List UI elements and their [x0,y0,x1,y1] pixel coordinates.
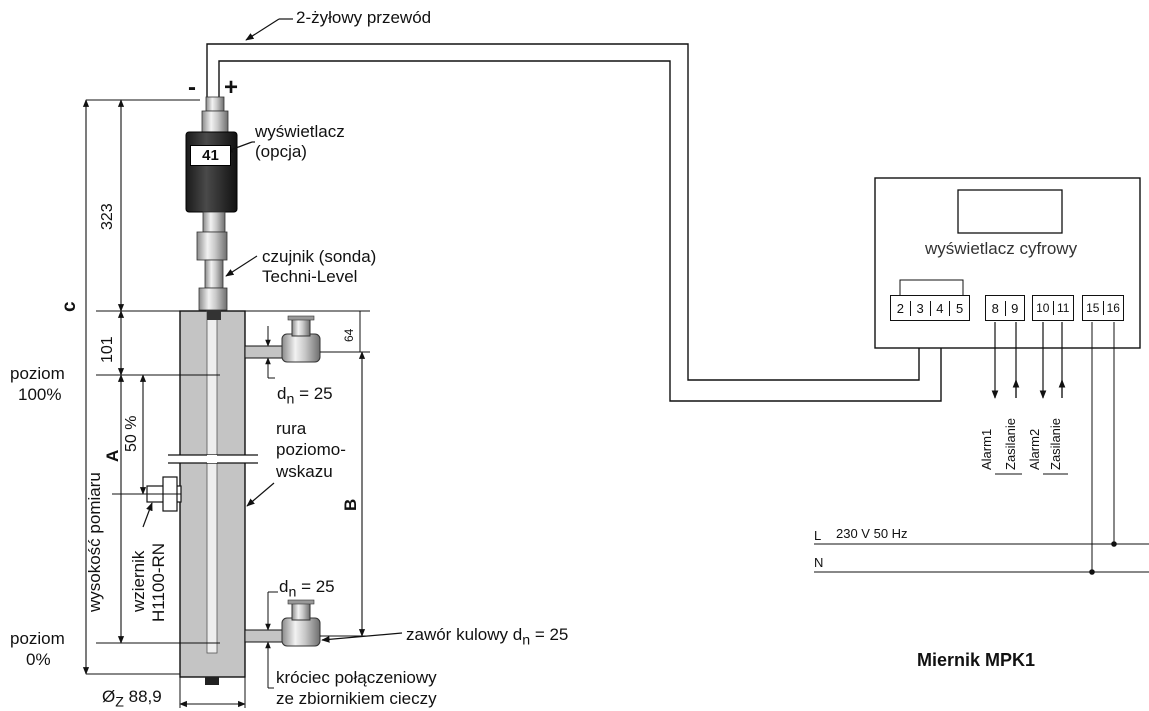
pipe-label-1: rura [276,419,307,438]
top-valve [244,315,321,363]
supply-label: 230 V 50 Hz [836,526,908,541]
terminal-5: 5 [949,300,969,316]
level-pipe [168,310,258,685]
meter-mpk1 [874,177,1141,349]
zasilanie2-label: Zasilanie [1048,417,1063,470]
dim-101-label: 101 [99,336,116,363]
terminal-block-10-11: 10 11 [1032,295,1074,321]
terminal-4: 4 [929,300,950,316]
connection-label-2: ze zbiornikiem cieczy [276,689,437,708]
pipe-label-3: wskazu [276,462,333,481]
display-value: 41 [202,147,219,164]
terminal-block-8-9: 8 9 [985,295,1025,321]
dim-a-label: A [103,449,122,462]
sight-glass [146,476,182,512]
dim-c-label: c [59,301,80,312]
measure-height-label: wysokość pomiaru [85,472,104,612]
terminal-block-2-5: 2 3 4 5 [890,295,970,321]
zasilanie1-label: Zasilanie [1003,417,1018,470]
meter-signal-lines [991,322,1068,475]
meter-title: Miernik MPK1 [917,650,1036,670]
cable-label: 2-żyłowy przewód [296,8,432,27]
terminal-8: 8 [991,300,999,316]
sensor-assembly [185,96,238,311]
dim-50-label: 50 % [123,415,140,452]
minus-sign: - [188,74,196,101]
power-lines [814,322,1149,575]
cable-label-leader [245,18,280,41]
sensor-label: czujnik (sonda) [262,247,377,266]
terminal-9: 9 [1004,300,1025,316]
display-option-label: (opcja) [255,142,307,161]
terminal-15: 15 [1086,301,1100,315]
level-0-label: poziom [10,629,65,648]
sight-glass-model: H1100-RN [149,542,168,622]
terminal-2: 2 [896,300,904,316]
terminal-3: 3 [909,300,930,316]
sight-glass-label: wziernik [129,550,148,612]
diameter-label: ØZ 88,9 [102,687,162,711]
display-housing [185,131,238,213]
bottom-valve [244,599,321,647]
cable [206,43,942,402]
level-100-label: poziom [10,364,65,383]
dim-b-label: B [341,498,360,511]
line-n-label: N [814,555,824,570]
plus-sign: + [224,74,239,101]
display-label: wyświetlacz [255,122,345,141]
alarm2-label: Alarm2 [1027,428,1042,470]
connection-label: króciec połączeniowy [276,668,437,687]
terminal-block-15-16: 15 16 [1082,295,1124,321]
terminal-10: 10 [1036,301,1050,315]
meter-display-label: wyświetlacz cyfrowy [925,239,1078,258]
alarm1-label: Alarm1 [979,428,994,470]
line-l-label: L [814,528,822,543]
valve-label: zawór kulowy dn = 25 [406,625,569,649]
sensor-model-label: Techni-Level [262,267,358,286]
terminal-16: 16 [1102,301,1124,315]
dn-bottom-label: dn = 25 [279,577,335,601]
terminal-11: 11 [1052,301,1074,315]
dn-top-label: dn = 25 [277,384,333,408]
dim-64-label: 64 [342,328,356,342]
level-0-pct: 0% [26,650,51,669]
dim-323-label: 323 [99,203,116,230]
pipe-label-2: poziomo- [276,440,346,459]
level-100-pct: 100% [18,385,62,404]
display-window: 41 [190,145,231,166]
